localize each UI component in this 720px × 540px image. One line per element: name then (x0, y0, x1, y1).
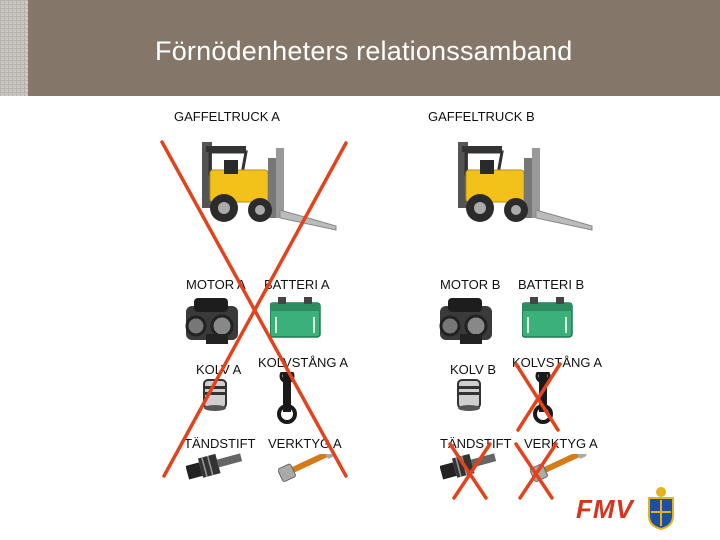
label-forklift-b: GAFFELTRUCK B (428, 109, 535, 124)
label-rod-b: KOLVSTÅNG A (512, 355, 603, 370)
label-tool-b: VERKTYG A (524, 436, 598, 451)
label-battery-a: BATTERI A (264, 277, 330, 292)
label-tool-a: VERKTYG A (268, 436, 342, 451)
cross-b-verktyg-line-1 (514, 442, 554, 500)
label-spark-plug-b: TÄNDSTIFT (440, 436, 512, 451)
cross-a-line-2 (162, 141, 348, 478)
corner-pattern (0, 0, 28, 96)
crest-icon (648, 487, 674, 530)
title-bar (28, 0, 720, 96)
label-motor-a: MOTOR A (186, 277, 246, 292)
label-piston-b: KOLV B (450, 362, 497, 377)
cross-b-verktyg-line-2 (518, 442, 558, 500)
slide-title: Förnödenheters relationssamband (155, 36, 573, 66)
cross-b-kolvstang-line-2 (516, 362, 562, 432)
label-spark-plug-a: TÄNDSTIFT (184, 436, 256, 451)
label-forklift-a: GAFFELTRUCK A (174, 109, 280, 124)
cross-b-tandstift-line-1 (448, 442, 488, 500)
cross-b-tandstift-line-2 (452, 442, 492, 500)
fmv-logo-text: FMV (576, 494, 634, 524)
label-piston-a: KOLV A (196, 362, 242, 377)
label-battery-b: BATTERI B (518, 277, 585, 292)
label-motor-b: MOTOR B (440, 277, 501, 292)
